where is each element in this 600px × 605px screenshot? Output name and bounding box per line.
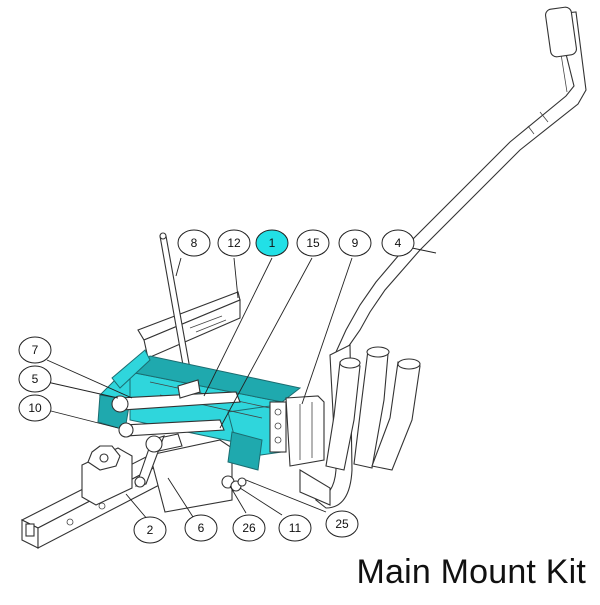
bolt-hardware-parts — [87, 379, 241, 471]
callout-4-label: 4 — [395, 236, 402, 250]
callout-25-label: 25 — [335, 517, 349, 531]
callout-6: 6 — [184, 514, 218, 542]
leader-8 — [175, 257, 182, 277]
callout-9: 9 — [338, 229, 372, 257]
leader-1 — [203, 257, 273, 397]
callout-2-label: 2 — [147, 523, 154, 537]
leader-25 — [245, 479, 327, 513]
leader-5 — [46, 381, 119, 399]
leader-26 — [229, 485, 247, 514]
callout-26: 26 — [232, 514, 266, 542]
callout-8: 8 — [177, 229, 211, 257]
callout-15-label: 15 — [306, 236, 320, 250]
callout-bubbles: 8 12 1 15 9 4 7 5 — [18, 229, 415, 544]
vertical-plate-part — [137, 291, 241, 359]
callout-11-label: 11 — [289, 521, 302, 535]
leader-7 — [46, 359, 133, 399]
callout-4: 4 — [381, 229, 415, 257]
callout-6-label: 6 — [198, 521, 205, 535]
leader-6 — [167, 477, 194, 518]
callout-8-label: 8 — [191, 236, 198, 250]
callout-25: 25 — [325, 510, 359, 538]
callout-15: 15 — [296, 229, 330, 257]
callout-7: 7 — [18, 336, 52, 364]
fastener-parts — [221, 475, 247, 492]
main-mount-body-part — [97, 349, 302, 471]
callout-10-label: 10 — [28, 401, 42, 415]
leader-lines — [46, 242, 437, 521]
receiver-tubes-part — [325, 346, 421, 471]
callout-7-label: 7 — [32, 343, 39, 357]
callout-1-label: 1 — [269, 236, 276, 250]
callout-9-label: 9 — [352, 236, 359, 250]
callout-10: 10 — [18, 394, 52, 422]
callout-11: 11 — [278, 514, 312, 542]
side-bracket-part — [285, 395, 325, 467]
callout-5-label: 5 — [32, 372, 39, 386]
hitch-pin-part — [134, 435, 165, 488]
callout-5: 5 — [18, 365, 52, 393]
leader-12 — [233, 257, 239, 299]
leader-15 — [219, 257, 313, 429]
leader-2 — [125, 493, 149, 521]
leader-9 — [301, 257, 353, 405]
callout-12-label: 12 — [227, 236, 241, 250]
callout-1: 1 — [255, 229, 289, 257]
callout-26-label: 26 — [242, 521, 256, 535]
callout-2: 2 — [133, 516, 167, 544]
diagram-title: Main Mount Kit — [356, 553, 586, 591]
leader-11 — [239, 487, 283, 516]
callout-12: 12 — [217, 229, 251, 257]
leader-10 — [46, 409, 119, 429]
